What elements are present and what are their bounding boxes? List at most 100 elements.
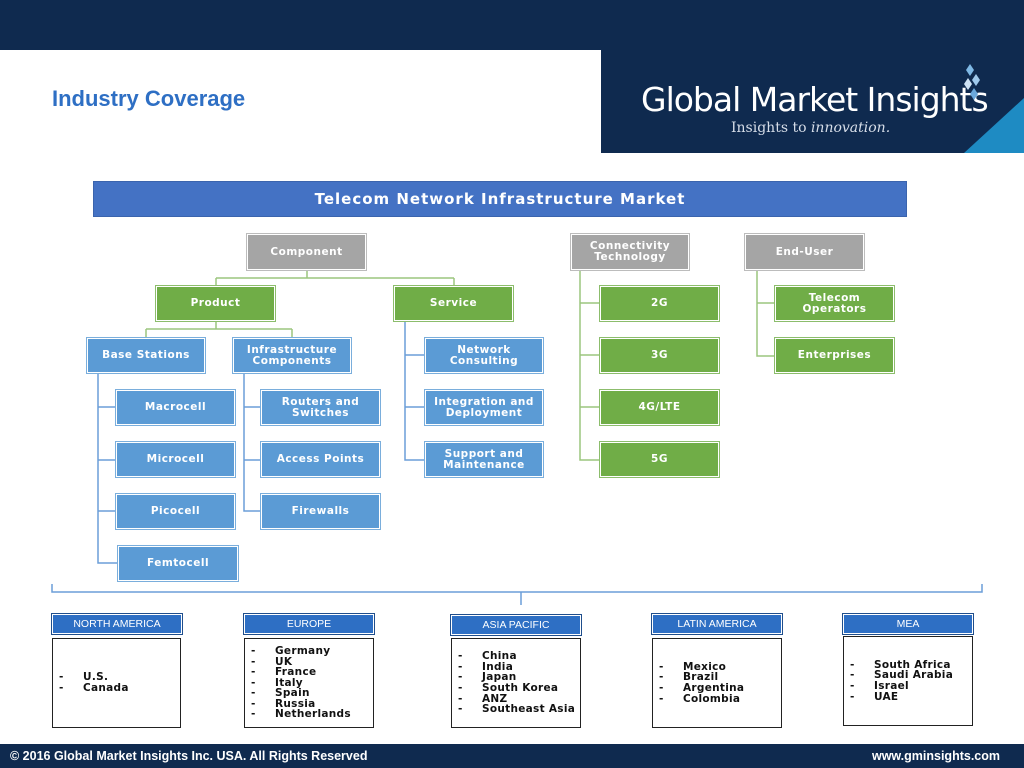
country-name: Saudi Arabia <box>874 669 954 682</box>
region-header-europe: EUROPE <box>243 613 375 635</box>
country-item: - India <box>458 662 575 673</box>
region-header-north-america: NORTH AMERICA <box>51 613 183 635</box>
country-item: -Colombia <box>659 692 744 705</box>
bullet-dash: - <box>251 655 256 668</box>
bullet-dash: - <box>458 650 463 663</box>
country-item: - Saudi Arabia <box>850 670 953 681</box>
bullet-dash: - <box>458 692 463 705</box>
region-list-europe: -Germany-UK-France-Italy-Spain-Russia-Ne… <box>244 638 374 728</box>
bullet-dash: - <box>251 676 256 689</box>
diamond-logo-icon <box>964 64 980 100</box>
country-name: Argentina <box>683 682 745 694</box>
country-item: - Southeast Asia <box>458 704 575 715</box>
end-user-node: End-User <box>744 233 865 271</box>
bullet-dash: - <box>458 660 463 673</box>
country-item: - Japan <box>458 672 575 683</box>
infrastructure-item-firewalls: Firewalls <box>260 493 381 530</box>
top-banner <box>0 0 1024 50</box>
country-item: - China <box>458 651 575 662</box>
country-name: Brazil <box>683 671 719 684</box>
country-item: -France <box>251 667 351 678</box>
country-item: - Brazil <box>659 672 744 683</box>
country-name: Japan <box>482 671 517 684</box>
service-item-support-maintenance: Support and Maintenance <box>424 441 544 478</box>
bullet-dash: - <box>458 682 463 694</box>
country-list: - U.S.-Canada <box>59 672 129 693</box>
copyright-text: © 2016 Global Market Insights Inc. USA. … <box>10 749 368 763</box>
base-station-item-femtocell: Femtocell <box>117 545 239 582</box>
country-name: UK <box>275 655 293 668</box>
bullet-dash: - <box>458 671 463 684</box>
base-station-item-macrocell: Macrocell <box>115 389 236 426</box>
base-stations-node: Base Stations <box>86 337 206 374</box>
infrastructure-item-routers-switches: Routers and Switches <box>260 389 381 426</box>
country-item: - Spain <box>251 688 351 699</box>
bullet-dash: - <box>850 680 855 692</box>
country-item: - Argentina <box>659 683 744 694</box>
country-name: U.S. <box>83 671 109 684</box>
country-item: - U.S. <box>59 672 129 683</box>
bullet-dash: - <box>251 644 256 657</box>
bullet-dash: - <box>659 682 664 694</box>
country-name: Colombia <box>683 692 741 705</box>
bullet-dash: - <box>659 671 664 684</box>
country-name: South Africa <box>874 658 951 671</box>
country-item: -Germany <box>251 646 351 657</box>
service-item-integration-deployment: Integration and Deployment <box>424 389 544 426</box>
bullet-dash: - <box>850 658 855 671</box>
country-name: India <box>482 660 514 673</box>
connectivity-item-5g: 5G <box>599 441 720 478</box>
country-item: - Israel <box>850 681 953 692</box>
bullet-dash: - <box>850 669 855 682</box>
region-list-north-america: - U.S.-Canada <box>52 638 181 728</box>
end-user-item-telecom-operators: Telecom Operators <box>774 285 895 322</box>
infrastructure-item-access-points: Access Points <box>260 441 381 478</box>
region-header-latin-america: LATIN AMERICA <box>651 613 783 635</box>
country-name: France <box>275 666 317 679</box>
country-item: - Netherlands <box>251 709 351 720</box>
bullet-dash: - <box>59 682 64 694</box>
country-name: China <box>482 650 517 663</box>
logo-accent-shape <box>964 98 1024 153</box>
country-name: Russia <box>275 697 316 710</box>
base-station-item-picocell: Picocell <box>115 493 236 530</box>
country-item: -Mexico <box>659 662 744 673</box>
country-list: -Mexico-Brazil-Argentina-Colombia <box>659 662 744 704</box>
service-item-network-consulting: Network Consulting <box>424 337 544 374</box>
country-item: -UAE <box>850 690 953 703</box>
region-list-latin-america: -Mexico-Brazil-Argentina-Colombia <box>652 638 782 728</box>
bullet-dash: - <box>59 671 64 684</box>
country-name: Italy <box>275 676 303 689</box>
country-name: Israel <box>874 680 909 692</box>
product-node: Product <box>155 285 276 322</box>
bullet-dash: - <box>251 697 256 710</box>
country-name: Mexico <box>683 660 727 673</box>
company-logo: Global Market Insights Insights to innov… <box>601 50 1024 153</box>
country-list: -Germany-UK-France-Italy-Spain-Russia-Ne… <box>251 646 351 720</box>
connectivity-technology-node: Connectivity Technology <box>570 233 690 271</box>
bullet-dash: - <box>251 708 256 721</box>
end-user-item-enterprises: Enterprises <box>774 337 895 374</box>
logo-tagline: Insights to innovation. <box>731 120 891 136</box>
connectivity-item-3g: 3G <box>599 337 720 374</box>
region-list-mea: - South Africa - Saudi Arabia - Israel-UAE <box>843 636 973 726</box>
region-header-asia-pacific: ASIA PACIFIC <box>450 614 582 636</box>
region-list-asia-pacific: -China-India-Japan-South Korea-ANZ-South… <box>451 638 581 728</box>
footer-bar: © 2016 Global Market Insights Inc. USA. … <box>0 744 1024 768</box>
country-name: Netherlands <box>275 708 351 721</box>
country-item: -Canada <box>59 683 129 694</box>
bullet-dash: - <box>251 687 256 700</box>
country-name: UAE <box>874 690 899 703</box>
country-item: - UK <box>251 655 351 668</box>
country-item: - Russia <box>251 699 351 710</box>
region-header-mea: MEA <box>842 613 974 635</box>
country-list: - South Africa - Saudi Arabia - Israel-UAE <box>850 660 953 702</box>
base-station-item-microcell: Microcell <box>115 441 236 478</box>
country-name: Southeast Asia <box>482 703 576 716</box>
country-list: -China-India-Japan-South Korea-ANZ-South… <box>458 651 575 715</box>
bullet-dash: - <box>458 703 463 716</box>
country-name: ANZ <box>482 692 508 705</box>
country-item: - ANZ <box>458 692 575 705</box>
connectivity-item-2g: 2G <box>599 285 720 322</box>
country-name: Spain <box>275 687 310 700</box>
